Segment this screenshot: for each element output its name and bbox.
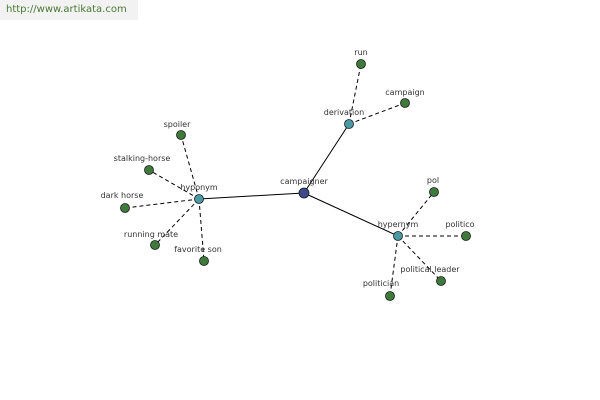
edge-hyponym-running-mate [154,198,200,246]
label-run: run [354,48,367,57]
label-layer: campaigner hyponym derivation hypernym run ca… [101,48,475,288]
label-hypernym: hypernym [378,220,419,229]
node-pol[interactable] [429,187,439,197]
label-campaign: campaign [385,88,424,97]
label-dark-horse: dark horse [101,191,144,200]
edge-hyponym-favorite-son [198,198,205,262]
node-stalking-horse[interactable] [144,165,154,175]
label-derivation: derivation [324,108,364,117]
label-running-mate: running mate [124,230,178,239]
label-hyponym: hyponym [180,183,218,192]
label-political-leader: political leader [400,265,460,274]
node-favorite-son[interactable] [199,256,209,266]
label-spoiler: spoiler [164,120,192,129]
node-run[interactable] [356,59,366,69]
edge-hypernym-pol [397,191,435,237]
node-running-mate[interactable] [150,240,160,250]
node-political-leader[interactable] [436,276,446,286]
label-stalking-horse: stalking-horse [114,154,171,163]
node-spoiler[interactable] [176,130,186,140]
edge-derivation-run [348,63,362,125]
edge-hypernym-political-leader [397,235,442,282]
edge-hyponym-stalking-horse [148,169,200,200]
edge-campaigner-hypernym [303,192,399,237]
node-derivation[interactable] [344,119,354,129]
node-politician[interactable] [385,291,395,301]
label-campaigner: campaigner [280,177,328,186]
edge-derivation-campaign [348,102,406,125]
label-favorite-son: favorite son [174,245,222,254]
node-politico[interactable] [461,231,471,241]
label-pol: pol [427,176,439,185]
node-hyponym[interactable] [194,194,204,204]
node-hypernym[interactable] [393,231,403,241]
edge-hyponym-dark-horse [124,198,200,209]
label-politico: politico [445,220,474,229]
edge-hypernym-politician [389,235,399,297]
watermark-url: http://www.artikata.com [0,0,138,20]
node-layer [120,59,471,301]
label-politician: politician [363,279,399,288]
edge-campaigner-hyponym [198,192,305,200]
edge-layer [124,63,466,297]
node-campaigner[interactable] [298,187,310,199]
edge-campaigner-derivation [303,123,350,194]
node-campaign[interactable] [400,98,410,108]
node-dark-horse[interactable] [120,203,130,213]
